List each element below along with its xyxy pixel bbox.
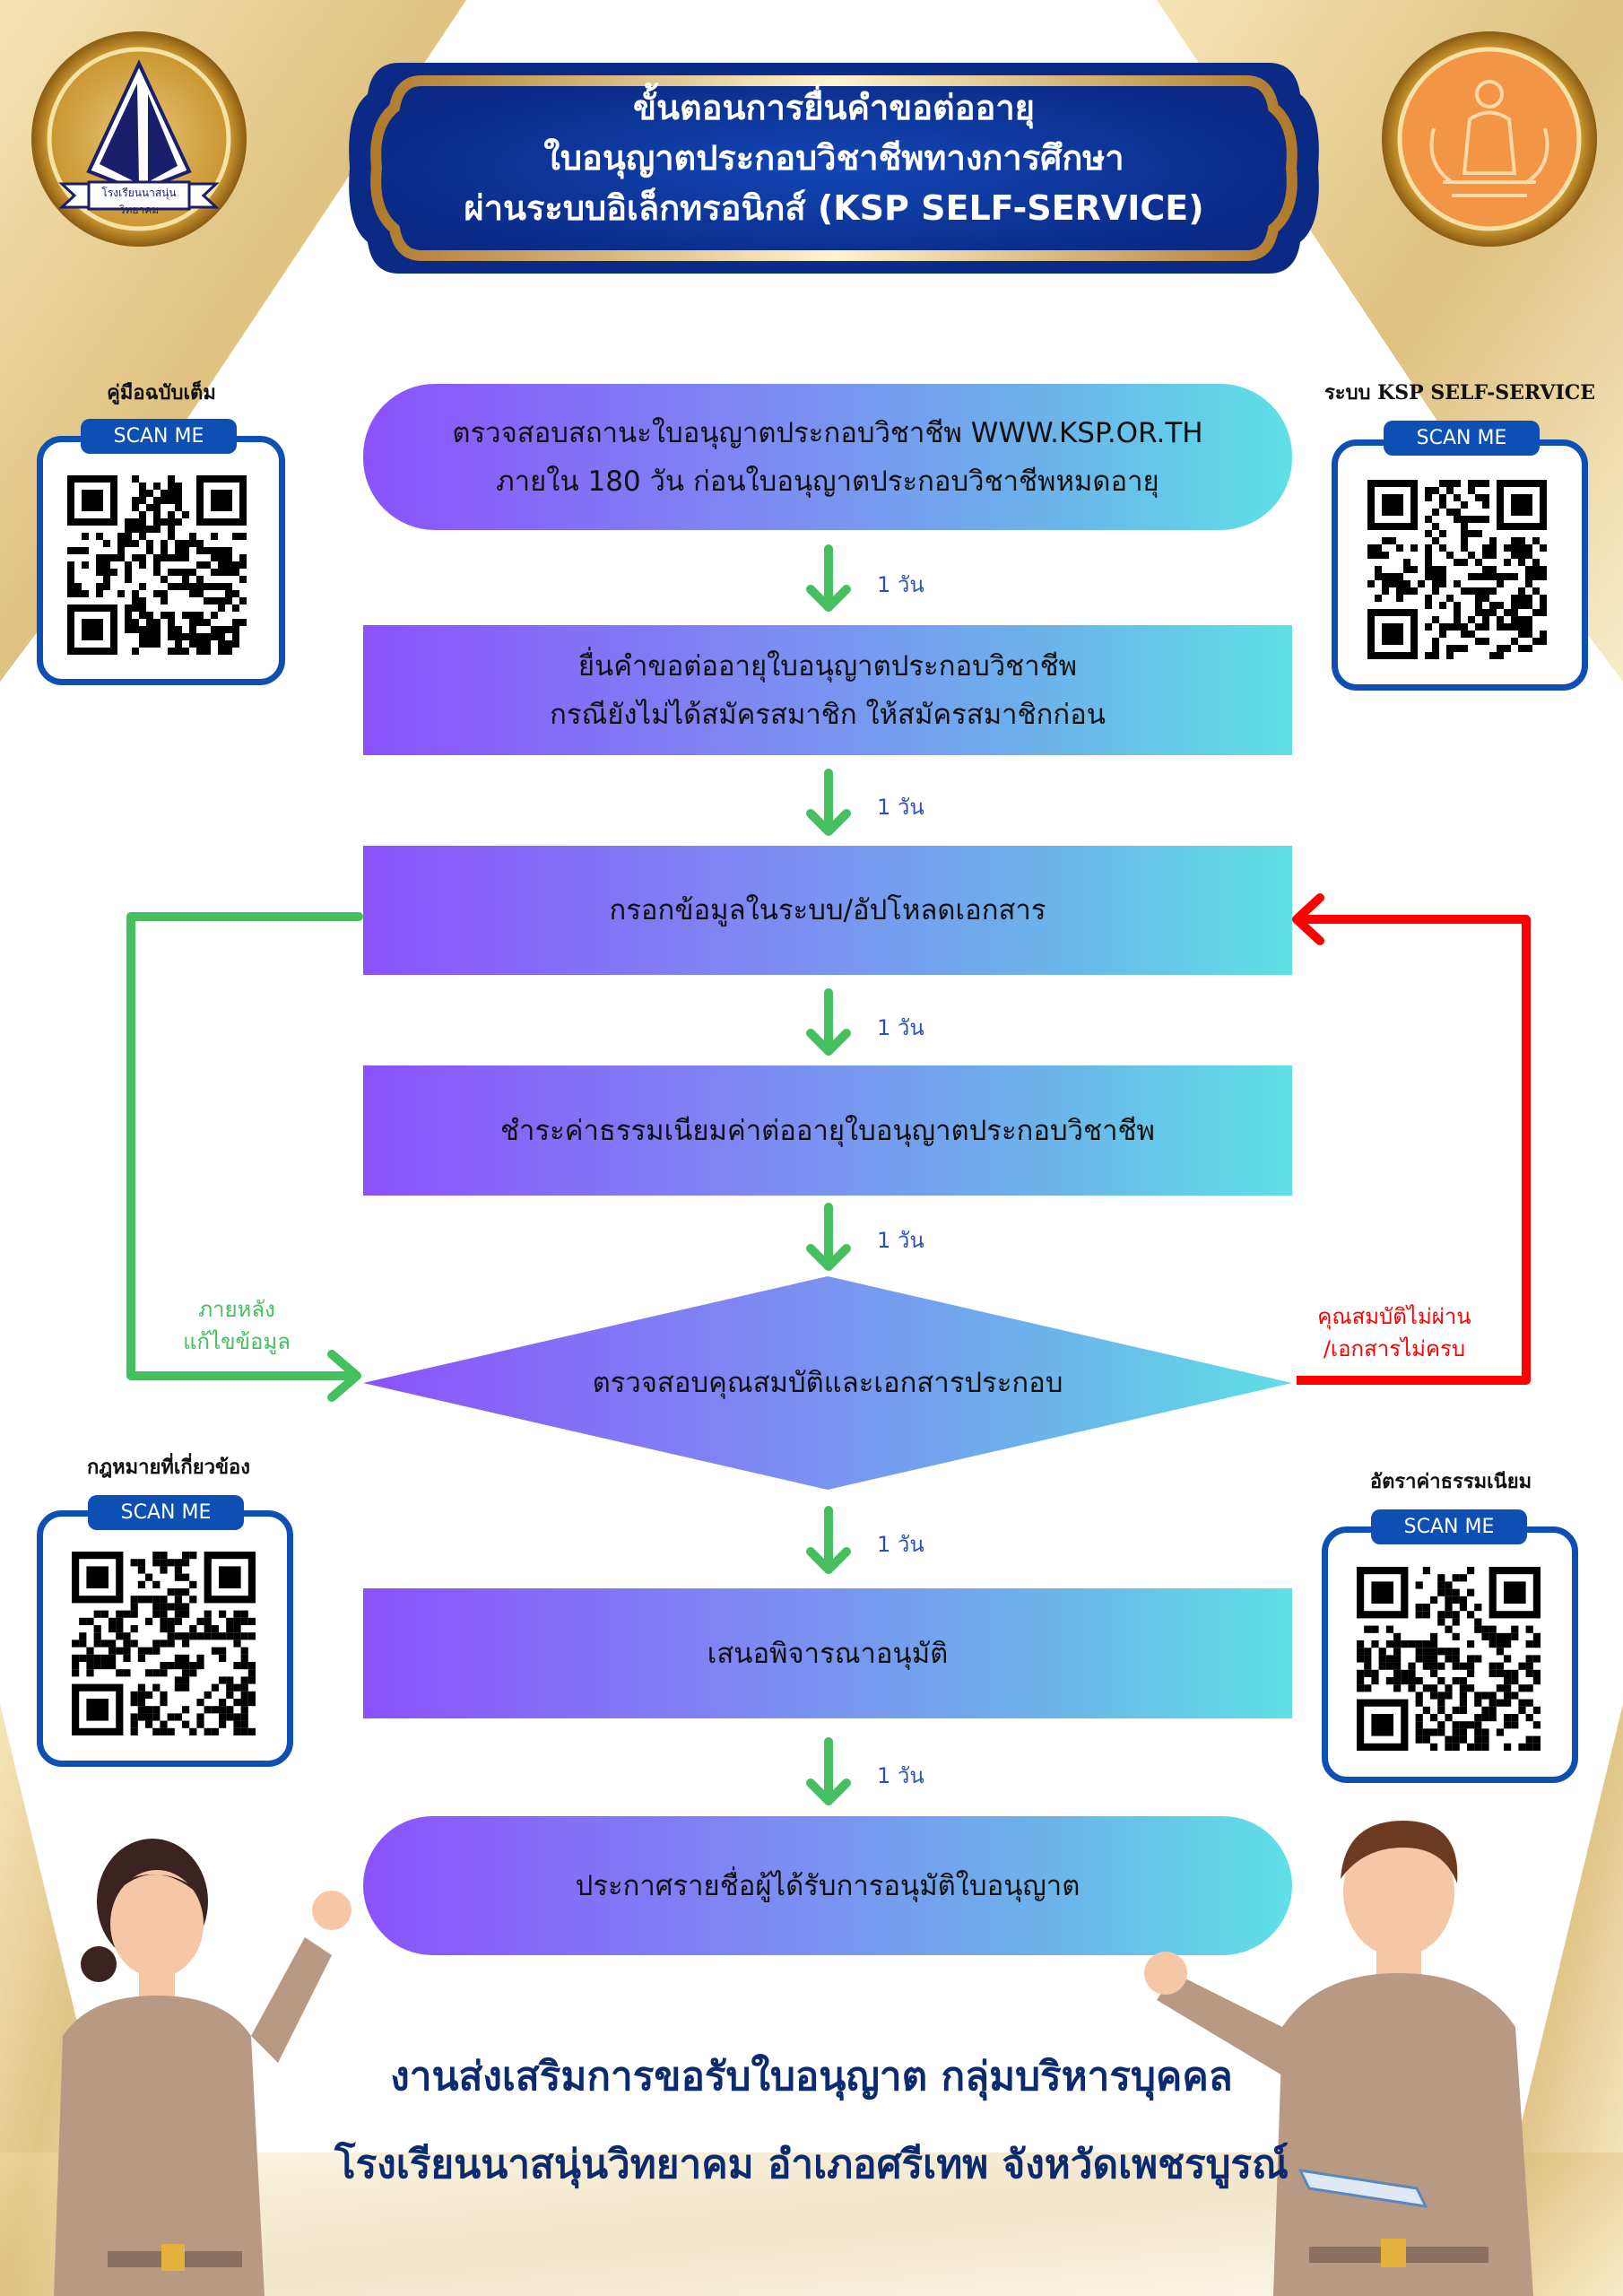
qr-title-related-laws: กฎหมายที่เกี่ยวข้อง	[87, 1456, 250, 1479]
qr-code-ksp-self-service[interactable]	[1367, 480, 1547, 659]
duration-label: 1 วัน	[877, 795, 924, 820]
duration-label: 1 วัน	[877, 1763, 924, 1788]
qr-code-fee-rates[interactable]	[1357, 1567, 1541, 1751]
step-pay-fee: ชำระค่าธรรมเนียมค่าต่ออายุใบอนุญาตประกอบ…	[363, 1065, 1292, 1196]
loop-label-line: ภายหลัง	[198, 1297, 275, 1322]
female-teacher-illustration	[54, 1839, 352, 2296]
title-line: ใบอนุญาตประกอบวิชาชีพทางการศึกษา	[543, 138, 1124, 178]
step-submit-request: ยื่นคำขอต่ออายุใบอนุญาตประกอบวิชาชีพ กรณ…	[363, 625, 1292, 755]
step-text: ภายใน 180 วัน ก่อนใบอนุญาตประกอบวิชาชีพห…	[496, 465, 1159, 498]
step-announce-approved: ประกาศรายชื่อผู้ได้รับการอนุมัติใบอนุญาต	[363, 1816, 1292, 1955]
duration-label: 1 วัน	[877, 572, 924, 597]
step-text: ตรวจสอบสถานะใบอนุญาตประกอบวิชาชีพ WWW.KS…	[452, 416, 1203, 449]
school-logo	[31, 31, 247, 247]
step-propose-approval: เสนอพิจารณาอนุมัติ	[363, 1588, 1292, 1718]
male-teacher-illustration	[1144, 1821, 1533, 2296]
scan-me-tab: SCAN ME	[1384, 421, 1540, 456]
step-check-status: ตรวจสอบสถานะใบอนุญาตประกอบวิชาชีพ WWW.KS…	[363, 384, 1292, 530]
teachers-council-seal	[1382, 31, 1597, 247]
step-text: เสนอพิจารณาอนุมัติ	[707, 1637, 949, 1670]
loop-label-line: /เอกสารไม่ครบ	[1323, 1336, 1466, 1361]
step-text: กรณียังไม่ได้สมัครสมาชิก ให้สมัครสมาชิกก…	[550, 698, 1106, 731]
loop-label-line: คุณสมบัติไม่ผ่าน	[1317, 1304, 1471, 1329]
step-text: ชำระค่าธรรมเนียมค่าต่ออายุใบอนุญาตประกอบ…	[500, 1114, 1155, 1147]
duration-label: 1 วัน	[877, 1015, 924, 1040]
footer-school: โรงเรียนนาสนุ่นวิทยาคม อำเภอศรีเทพ จังหว…	[334, 2142, 1289, 2187]
step-text: ประกาศรายชื่อผู้ได้รับการอนุมัติใบอนุญาต	[575, 1869, 1081, 1902]
step-text: กรอกข้อมูลในระบบ/อัปโหลดเอกสาร	[609, 894, 1046, 926]
scan-me-tab: SCAN ME	[88, 1495, 244, 1530]
qr-title-manual: คู่มือฉบับเต็ม	[107, 381, 216, 404]
school-logo-text: โรงเรียนนาสนุ่นวิทยาคม	[101, 187, 177, 216]
scan-me-tab: SCAN ME	[81, 419, 237, 454]
title-line: ขั้นตอนการยื่นคำขอต่ออายุ	[633, 88, 1035, 127]
footer-department: งานส่งเสริมการขอรับใบอนุญาต กลุ่มบริหารบ…	[390, 2054, 1233, 2100]
scan-me-tab: SCAN ME	[1371, 1509, 1527, 1544]
qr-title-fee-rates: อัตราค่าธรรมเนียม	[1369, 1470, 1532, 1493]
duration-label: 1 วัน	[877, 1228, 924, 1253]
qr-title-ksp-self-service: ระบบ KSP SELF-SERVICE	[1324, 381, 1596, 404]
title-line: ผ่านระบบอิเล็กทรอนิกส์ (KSP SELF-SERVICE…	[464, 188, 1204, 228]
page-title: ขั้นตอนการยื่นคำขอต่ออายุ ใบอนุญาตประกอบ…	[345, 83, 1323, 233]
decision-text: ตรวจสอบคุณสมบัติและเอกสารประกอบ	[592, 1367, 1063, 1399]
green-loop-label: ภายหลัง แก้ไขข้อมูล	[165, 1293, 308, 1358]
qr-code-related-laws[interactable]	[72, 1552, 256, 1735]
red-loop-label: คุณสมบัติไม่ผ่าน /เอกสารไม่ครบ	[1305, 1300, 1484, 1365]
step-text: ยื่นคำขอต่ออายุใบอนุญาตประกอบวิชาชีพ	[577, 649, 1078, 683]
step-fill-upload: กรอกข้อมูลในระบบ/อัปโหลดเอกสาร	[363, 846, 1292, 975]
qr-code-manual[interactable]	[67, 475, 247, 655]
duration-label: 1 วัน	[877, 1532, 924, 1557]
loop-label-line: แก้ไขข้อมูล	[183, 1329, 291, 1354]
title-banner	[349, 63, 1319, 274]
